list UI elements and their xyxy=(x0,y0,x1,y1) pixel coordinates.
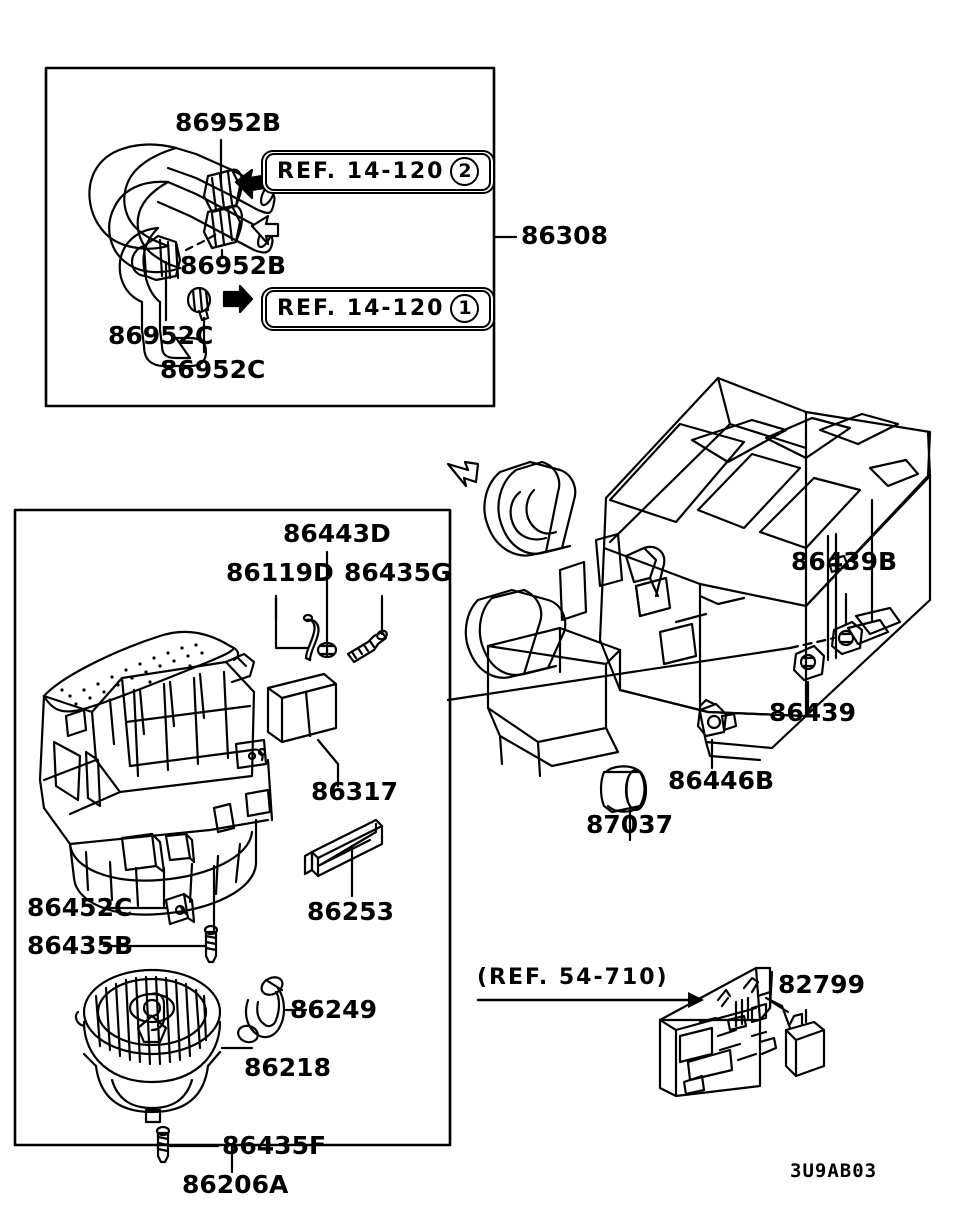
hose-b xyxy=(108,180,182,274)
label-86439: 86439 xyxy=(769,698,856,727)
label-86206A-panel-callout: 86206A xyxy=(182,1170,289,1199)
label-86218: 86218 xyxy=(244,1053,331,1082)
ref-box-14-120-1-text: REF. 14-120 xyxy=(277,296,445,321)
part-86439-nut xyxy=(792,644,826,682)
part-86218-blower-motor xyxy=(74,968,222,1124)
ref-box-14-120-2-circle: 2 xyxy=(450,157,480,186)
ref-box-14-120-2[interactable]: REF. 14-120 2 xyxy=(261,150,496,194)
label-86952C-lower: 86952C xyxy=(160,355,266,384)
part-86443D-grommet xyxy=(316,641,338,659)
label-86952B-lower: 86952B xyxy=(180,251,287,280)
label-86439B: 86439B xyxy=(791,547,898,576)
label-86952C-left: 86952C xyxy=(108,321,214,350)
part-86439B-nut xyxy=(830,620,864,656)
part-86952B-lower xyxy=(202,204,244,250)
part-86435B-screw xyxy=(203,924,219,964)
label-86446B: 86446B xyxy=(668,766,775,795)
ref-box-14-120-1-circle: 1 xyxy=(450,294,480,323)
label-ref-54-710: (REF. 54-710) xyxy=(477,965,669,990)
blower-case xyxy=(38,630,274,916)
hose-a xyxy=(88,143,178,250)
arrow-hollow xyxy=(250,214,280,246)
label-86119D: 86119D xyxy=(226,558,334,587)
ref-box-14-120-1[interactable]: REF. 14-120 1 xyxy=(261,287,496,331)
label-87037: 87037 xyxy=(586,810,673,839)
part-86317-resistor xyxy=(266,672,338,744)
part-82799-relay xyxy=(784,1012,826,1078)
label-86435F: 86435F xyxy=(222,1131,327,1160)
part-86435F-screw xyxy=(155,1125,171,1164)
hose-c xyxy=(118,226,160,304)
label-86308-panel-callout: 86308 xyxy=(521,221,608,250)
label-86317: 86317 xyxy=(311,777,398,806)
leader-86119D xyxy=(274,594,310,650)
arrow-hollow-heater xyxy=(446,460,480,488)
label-86443D: 86443D xyxy=(283,519,391,548)
heater-unit-assembly xyxy=(446,376,932,778)
part-86253-element xyxy=(303,818,384,878)
leader-86317 xyxy=(316,738,340,788)
label-86435B: 86435B xyxy=(27,931,134,960)
part-86249-hose xyxy=(237,976,286,1044)
part-87037-grommet xyxy=(599,765,648,814)
part-86435G-screw xyxy=(346,629,388,664)
part-86952C-floating xyxy=(186,286,212,322)
part-86119D-harness xyxy=(302,613,320,662)
link-86439B xyxy=(788,636,836,650)
label-86249: 86249 xyxy=(290,995,377,1024)
relay-junction-block xyxy=(658,966,792,1098)
label-86452C: 86452C xyxy=(27,893,133,922)
label-86952B-upper: 86952B xyxy=(175,108,282,137)
ref-box-14-120-2-text: REF. 14-120 xyxy=(277,159,445,184)
arrow-solid-ref1 xyxy=(222,284,254,314)
part-86446B-fastener xyxy=(696,698,738,738)
label-86435G: 86435G xyxy=(344,558,452,587)
part-86452C-clip xyxy=(164,892,196,926)
drawing-code: 3U9AB03 xyxy=(790,1160,878,1182)
clamp-86952C-on-hose xyxy=(130,244,148,278)
label-86253: 86253 xyxy=(307,897,394,926)
label-82799: 82799 xyxy=(778,970,865,999)
